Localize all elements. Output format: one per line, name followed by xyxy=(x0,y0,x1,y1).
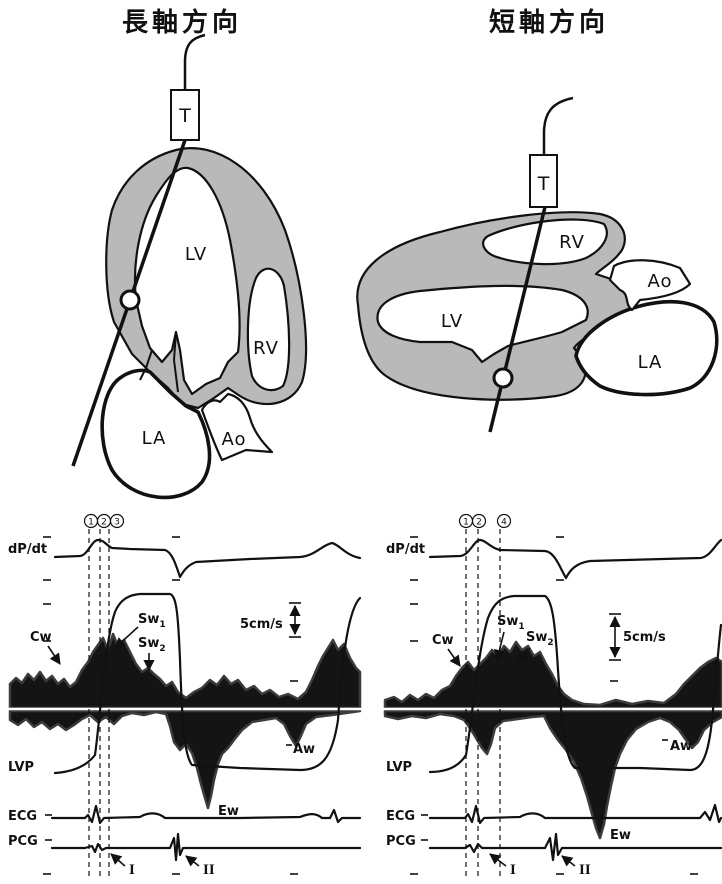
sw2-label: Sw2 xyxy=(138,636,166,654)
sw1-label-sub: 1 xyxy=(159,620,165,630)
pcg-trace xyxy=(52,834,360,860)
cw-label: Cw xyxy=(432,633,454,648)
s1-arrow xyxy=(111,854,125,866)
ew-label: Ew xyxy=(610,828,631,843)
velocity-scale-label: 5cm/s xyxy=(623,630,666,645)
aw-label: Aw xyxy=(670,739,692,754)
short-axis-diagram: T RV LV LA Ao xyxy=(357,98,716,432)
sw2-label-base: Sw xyxy=(138,636,159,651)
la-label: LA xyxy=(638,352,663,373)
short-axis-recording: 1 2 4 dP/dt LVP ECG PCG 5cm/s Cw Sw1 Sw2 xyxy=(383,515,722,879)
ecg-label: ECG xyxy=(8,809,37,824)
dpdt-label: dP/dt xyxy=(8,542,47,557)
doppler-spectrum-reverse xyxy=(10,711,360,808)
sw2-label-sub: 2 xyxy=(159,644,165,654)
sw2-label: Sw2 xyxy=(526,630,554,648)
pcg-trace xyxy=(430,834,721,860)
transducer-cable xyxy=(544,98,573,155)
marker-2: 2 xyxy=(101,518,107,528)
sw2-label-base: Sw xyxy=(526,630,547,645)
s1-label: I xyxy=(510,862,516,878)
velocity-scale-label: 5cm/s xyxy=(240,617,283,632)
s1-arrow xyxy=(490,854,506,866)
doppler-spectrum-forward xyxy=(10,634,360,708)
cw-arrow xyxy=(48,646,60,664)
sw2-label-sub: 2 xyxy=(547,638,553,648)
sw1-label: Sw1 xyxy=(138,612,166,630)
rv-label: RV xyxy=(559,232,585,253)
ao-label: Ao xyxy=(647,271,672,292)
lv-label: LV xyxy=(441,311,463,332)
cw-arrow xyxy=(448,649,460,666)
marker-1: 1 xyxy=(463,518,469,528)
marker-2: 2 xyxy=(476,518,482,528)
marker-4: 4 xyxy=(501,518,507,528)
dpdt-label: dP/dt xyxy=(386,542,425,557)
lvp-label: LVP xyxy=(386,760,412,775)
la-label: LA xyxy=(142,428,167,449)
dpdt-trace xyxy=(430,540,721,578)
lv-label: LV xyxy=(185,244,207,265)
pcg-label: PCG xyxy=(8,834,38,849)
transducer-cable xyxy=(185,35,205,90)
ao-label: Ao xyxy=(221,429,246,450)
long-axis-title: 長軸方向 xyxy=(122,7,242,38)
sw1-label-sub: 1 xyxy=(518,622,524,632)
sample-volume-marker xyxy=(121,291,139,309)
pcg-label: PCG xyxy=(386,834,416,849)
long-axis-diagram: T LV RV LA Ao xyxy=(73,35,306,497)
ecg-trace xyxy=(430,805,721,823)
ecg-trace xyxy=(52,806,360,823)
transducer-label: T xyxy=(537,173,550,195)
short-axis-title: 短軸方向 xyxy=(489,7,609,38)
ecg-label: ECG xyxy=(386,809,415,824)
s2-arrow xyxy=(186,856,199,866)
s2-arrow xyxy=(562,856,575,866)
doppler-spectrum-forward xyxy=(385,642,722,708)
sample-volume-marker xyxy=(494,369,512,387)
marker-3: 3 xyxy=(114,518,120,528)
aw-label: Aw xyxy=(293,742,315,757)
dpdt-trace xyxy=(55,540,360,577)
transducer-label: T xyxy=(178,105,191,127)
s1-label: I xyxy=(129,862,135,878)
ew-label: Ew xyxy=(218,804,239,819)
cw-label: Cw xyxy=(30,630,52,645)
right-ventricle-cavity xyxy=(248,269,289,390)
sw1-label-base: Sw xyxy=(497,614,518,629)
s2-label: II xyxy=(203,862,215,878)
velocity-scale-bar xyxy=(609,614,621,660)
rv-label: RV xyxy=(253,338,279,359)
lvp-label: LVP xyxy=(8,760,34,775)
long-axis-recording: 1 2 3 dP/dt LVP ECG PCG 5cm/s Cw Sw1 S xyxy=(6,515,362,879)
marker-1: 1 xyxy=(88,518,94,528)
sw1-label: Sw1 xyxy=(497,614,525,632)
s2-label: II xyxy=(579,862,591,878)
sw1-label-base: Sw xyxy=(138,612,159,627)
velocity-scale-bar xyxy=(289,603,301,637)
